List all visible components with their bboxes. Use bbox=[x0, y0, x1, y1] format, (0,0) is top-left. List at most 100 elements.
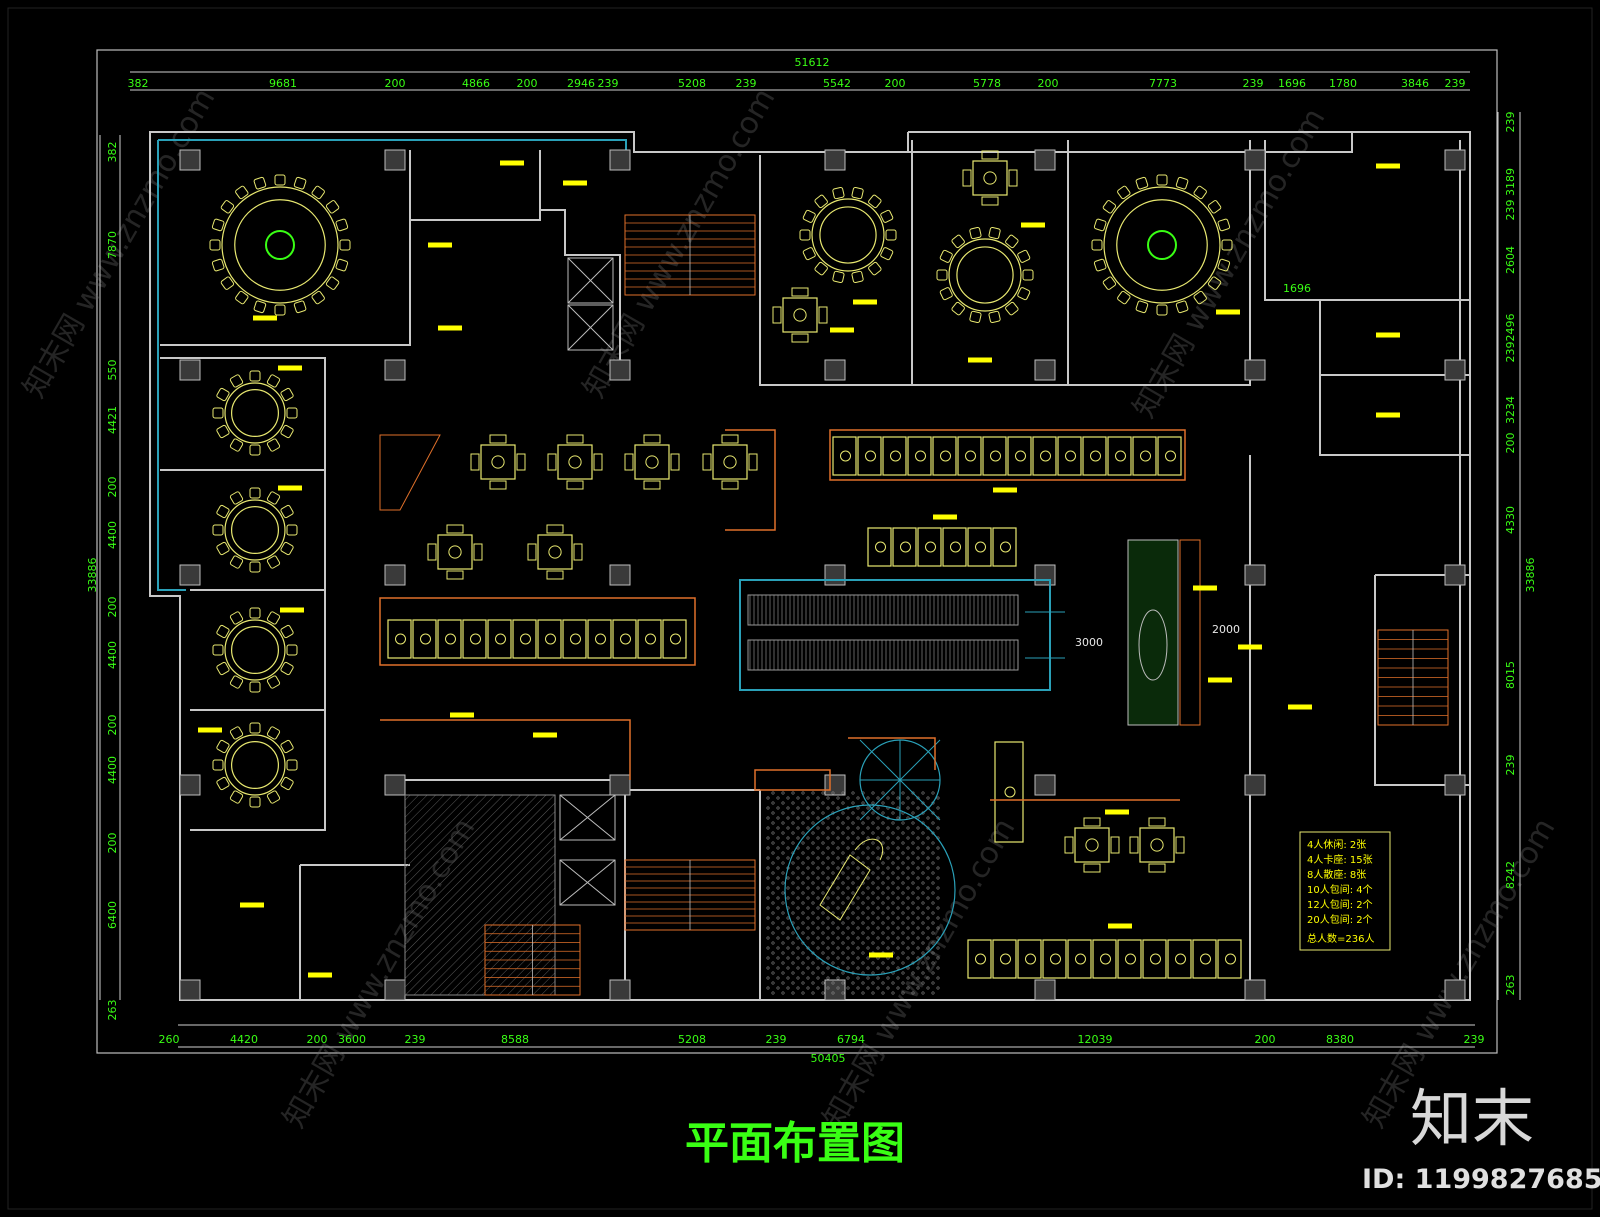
core-hatch bbox=[404, 794, 556, 996]
round-tables bbox=[209, 174, 1233, 808]
column bbox=[609, 149, 631, 171]
round-table bbox=[212, 607, 298, 693]
room-tag bbox=[450, 712, 474, 718]
dim-left: 4421 bbox=[106, 406, 119, 434]
column bbox=[1244, 359, 1266, 381]
dim-right: 8015 bbox=[1504, 661, 1517, 689]
brand-logo: 知末 bbox=[1410, 1082, 1534, 1155]
dim-bottom: 200 bbox=[307, 1033, 328, 1046]
planter-strip bbox=[1127, 539, 1201, 726]
room-tag bbox=[1288, 704, 1312, 710]
dim-bottom: 239 bbox=[1464, 1033, 1485, 1046]
column bbox=[1444, 149, 1466, 171]
column bbox=[179, 774, 201, 796]
column bbox=[1034, 774, 1056, 796]
room-tag bbox=[428, 242, 452, 248]
stairs bbox=[484, 214, 1449, 996]
room-tag bbox=[830, 327, 854, 333]
dim-left: 382 bbox=[106, 142, 119, 163]
dim-left: 4400 bbox=[106, 521, 119, 549]
dim-right: 4330 bbox=[1504, 506, 1517, 534]
kids-play-area bbox=[765, 739, 956, 995]
square-table bbox=[772, 287, 828, 343]
dim-top: 239 bbox=[1243, 77, 1264, 90]
booth-row bbox=[967, 939, 1242, 979]
column bbox=[609, 774, 631, 796]
booth-row bbox=[387, 619, 687, 659]
square-table bbox=[547, 434, 603, 490]
room-tag bbox=[308, 972, 332, 978]
booth-rows bbox=[387, 436, 1242, 979]
inner-dim: 3000 bbox=[1075, 636, 1103, 649]
dim-right: 200 bbox=[1504, 433, 1517, 454]
square-table bbox=[962, 150, 1018, 206]
dim-top: 1696 bbox=[1278, 77, 1306, 90]
dim-bottom: 4420 bbox=[230, 1033, 258, 1046]
square-table bbox=[702, 434, 758, 490]
dim-bottom: 5208 bbox=[678, 1033, 706, 1046]
dimension-lines bbox=[99, 71, 1521, 1048]
room-tag bbox=[1105, 809, 1129, 815]
booth-row bbox=[867, 527, 1017, 567]
dim-left: 200 bbox=[106, 597, 119, 618]
column bbox=[824, 564, 846, 586]
round-table bbox=[212, 370, 298, 456]
column bbox=[179, 359, 201, 381]
square-table bbox=[1064, 817, 1120, 873]
legend-total: 总人数=236人 bbox=[1307, 932, 1374, 945]
booth-row bbox=[832, 436, 1182, 476]
watermark: 知末网 www.znzmo.com bbox=[577, 82, 783, 404]
room-tag bbox=[1108, 923, 1132, 929]
sheet-border bbox=[96, 49, 1498, 1054]
dim-left: 4400 bbox=[106, 756, 119, 784]
dim-top: 4866 bbox=[462, 77, 490, 90]
room-tag bbox=[280, 607, 304, 613]
column bbox=[1444, 359, 1466, 381]
column bbox=[824, 149, 846, 171]
dim-top: 5208 bbox=[678, 77, 706, 90]
room-tag bbox=[240, 902, 264, 908]
dim-top: 5778 bbox=[973, 77, 1001, 90]
drawing-title: 平面布置图 bbox=[685, 1118, 905, 1169]
column bbox=[1034, 564, 1056, 586]
column bbox=[384, 979, 406, 1001]
room-tag bbox=[933, 514, 957, 520]
column bbox=[1244, 979, 1266, 1001]
dim-top: 3846 bbox=[1401, 77, 1429, 90]
column bbox=[179, 149, 201, 171]
round-table bbox=[799, 186, 897, 284]
room-tag bbox=[853, 299, 877, 305]
column bbox=[1244, 564, 1266, 586]
dim-top: 200 bbox=[885, 77, 906, 90]
dim-bottom: 260 bbox=[159, 1033, 180, 1046]
dim-top: 239 bbox=[736, 77, 757, 90]
dim-left: 4400 bbox=[106, 641, 119, 669]
dim-right: 3189 bbox=[1504, 168, 1517, 196]
elevators bbox=[559, 257, 616, 906]
legend-item: 12人包间: 2个 bbox=[1307, 898, 1373, 911]
dim-top: 200 bbox=[385, 77, 406, 90]
dim-left: 7870 bbox=[106, 231, 119, 259]
drawing-frame bbox=[7, 7, 1593, 1210]
dim-left: 550 bbox=[106, 360, 119, 381]
room-tag bbox=[968, 357, 992, 363]
dim-top: 382 bbox=[128, 77, 149, 90]
room-tag bbox=[869, 952, 893, 958]
room-tags bbox=[198, 160, 1400, 978]
dim-right: 263 bbox=[1504, 975, 1517, 996]
square-tables bbox=[427, 150, 1185, 873]
room-tag bbox=[500, 160, 524, 166]
room-tag bbox=[1376, 163, 1400, 169]
column bbox=[609, 979, 631, 1001]
column bbox=[1444, 564, 1466, 586]
dim-right: 2604 bbox=[1504, 246, 1517, 274]
dim-top: 1780 bbox=[1329, 77, 1357, 90]
inner-dim: 1696 bbox=[1283, 282, 1311, 295]
dim-bottom: 12039 bbox=[1078, 1033, 1113, 1046]
dim-top: 7773 bbox=[1149, 77, 1177, 90]
dim-top: 5542 bbox=[823, 77, 851, 90]
dim-bottom: 239 bbox=[405, 1033, 426, 1046]
dim-bottom: 6794 bbox=[837, 1033, 865, 1046]
